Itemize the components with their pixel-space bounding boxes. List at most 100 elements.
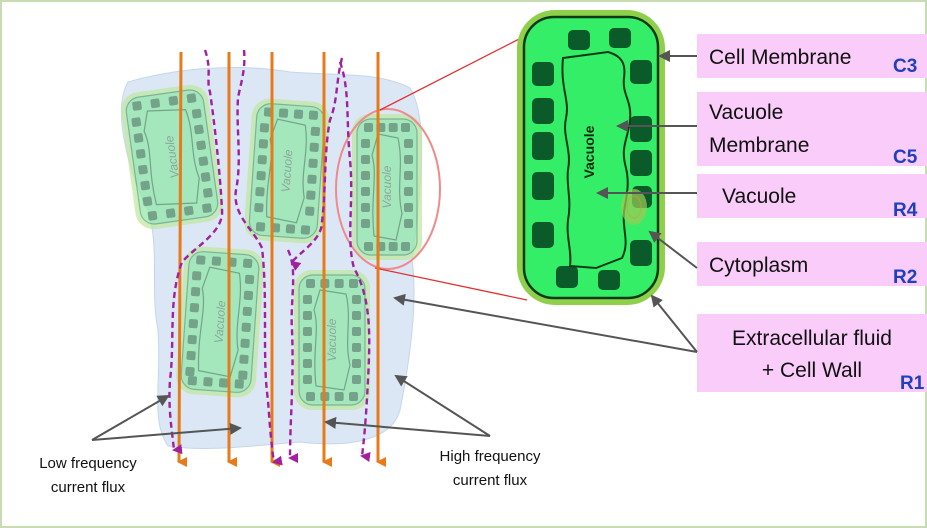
small-cell-organelle	[352, 375, 361, 384]
small-cell-organelle	[361, 171, 370, 180]
small-cell-organelle	[198, 156, 209, 166]
small-cell-organelle	[306, 392, 315, 401]
cell-membrane-code: C3	[893, 56, 917, 77]
small-cell-organelle	[238, 370, 248, 380]
zoom-organelles	[532, 28, 652, 290]
small-cell-organelle	[334, 279, 344, 288]
small-cell-label: Vacuole	[212, 300, 229, 344]
small-cell-organelle	[352, 327, 361, 336]
small-cell-label: Vacuole	[380, 165, 394, 208]
small-cell-organelle	[218, 378, 229, 388]
small-cell-organelle	[352, 295, 361, 304]
small-cell-organelle	[200, 172, 211, 182]
small-cell-organelle	[352, 343, 361, 352]
small-cell-organelle	[191, 108, 202, 119]
small-cell-label: Vacuole	[279, 149, 296, 193]
small-cell-organelle	[187, 334, 197, 345]
small-cell-organelle	[352, 311, 361, 320]
flux-lines-group	[168, 49, 386, 468]
zoom-organelle	[556, 266, 578, 288]
small-cell-organelle	[349, 392, 358, 401]
small-cell-organelle	[165, 208, 176, 219]
small-cell-organelle	[185, 366, 195, 377]
small-cell-organelle	[307, 174, 317, 184]
small-cell-organelle	[361, 219, 370, 228]
vacuole-label-text: Vacuole	[722, 185, 796, 208]
small-cell-organelle	[234, 379, 244, 389]
small-cell: Vacuole	[294, 270, 370, 410]
small-cell-organelle	[303, 295, 312, 304]
small-cell-organelle	[150, 98, 161, 109]
small-cell-organelle	[361, 139, 370, 148]
small-cell-organelle	[242, 306, 252, 317]
small-cell-organelle	[244, 274, 255, 285]
small-cell-organelle	[203, 188, 213, 198]
small-cell-organelle	[254, 202, 264, 213]
small-cell-organelle	[352, 359, 361, 368]
pointer-cell-wall	[650, 294, 698, 353]
cytoplasm-code: R2	[893, 267, 917, 288]
high-frequency-flux-line	[177, 51, 188, 468]
vacuole-membrane-label-text: Vacuole	[709, 101, 783, 124]
small-cell-organelle	[187, 376, 198, 386]
small-cell-label: Vacuole	[325, 318, 339, 361]
zoom-organelle	[630, 240, 652, 266]
small-cell-organelle	[308, 158, 318, 168]
small-cell-organelle	[300, 225, 311, 235]
zoom-organelle	[568, 30, 590, 50]
cytoplasm-label-box	[697, 242, 927, 286]
low-frequency-flux-line	[286, 249, 299, 464]
small-cell-organelle	[404, 203, 413, 212]
small-cell-organelle	[278, 108, 289, 118]
small-cell-organelle	[334, 392, 344, 401]
small-cell-organelle	[132, 101, 142, 111]
zoom-nucleolus	[626, 195, 642, 219]
small-cell-organelle	[303, 375, 312, 384]
pointer-high-freq-1	[394, 374, 491, 437]
zoom-organelle	[630, 60, 652, 84]
small-cell-organelle	[188, 318, 198, 329]
small-cell-organelle	[308, 110, 319, 120]
small-cell-organelle	[186, 93, 197, 104]
small-cell-organelle	[194, 124, 204, 135]
zoom-organelle	[630, 116, 652, 142]
small-cell-organelle	[203, 377, 213, 387]
low-frequency-flux-line	[338, 61, 371, 462]
small-cell-organelle	[303, 327, 312, 336]
small-cell-organelle	[189, 303, 200, 313]
small-cell-organelle	[401, 242, 410, 251]
small-cell-organelle	[133, 133, 144, 143]
small-cell: Vacuole	[176, 246, 264, 398]
low-frequency-flux-line	[168, 49, 224, 455]
small-cell-organelle	[259, 123, 270, 133]
small-cell-organelle	[196, 255, 206, 265]
small-cell-organelle	[239, 354, 249, 364]
high-frequency-label-line1: High frequency	[440, 448, 541, 465]
small-cell: Vacuole	[244, 98, 330, 244]
small-cell-organelle	[138, 164, 148, 175]
zoom-organelle	[532, 222, 554, 248]
zoomed-cell: Vacuole	[517, 10, 665, 305]
vacuole-membrane-code: C5	[893, 147, 918, 168]
small-cell-organelle	[140, 180, 151, 191]
zoom-line-top	[379, 34, 528, 111]
zoom-cell-label: Vacuole	[581, 125, 597, 178]
small-cell-organelle	[404, 139, 413, 148]
small-cell-organelle	[303, 343, 312, 352]
small-cell-vacuole	[143, 109, 200, 206]
small-cell-organelle	[361, 203, 370, 212]
small-cell-organelle	[255, 186, 265, 197]
small-cell-organelle	[364, 242, 373, 251]
small-cell-organelle	[364, 123, 373, 132]
high-frequency-label-line2: current flux	[453, 472, 528, 489]
small-cell-organelle	[303, 359, 312, 368]
small-cell-organelle	[135, 148, 146, 159]
small-cell-organelle	[242, 258, 253, 268]
zoom-organelle	[630, 150, 652, 176]
extracellular-fluid-code: R1	[900, 373, 925, 394]
